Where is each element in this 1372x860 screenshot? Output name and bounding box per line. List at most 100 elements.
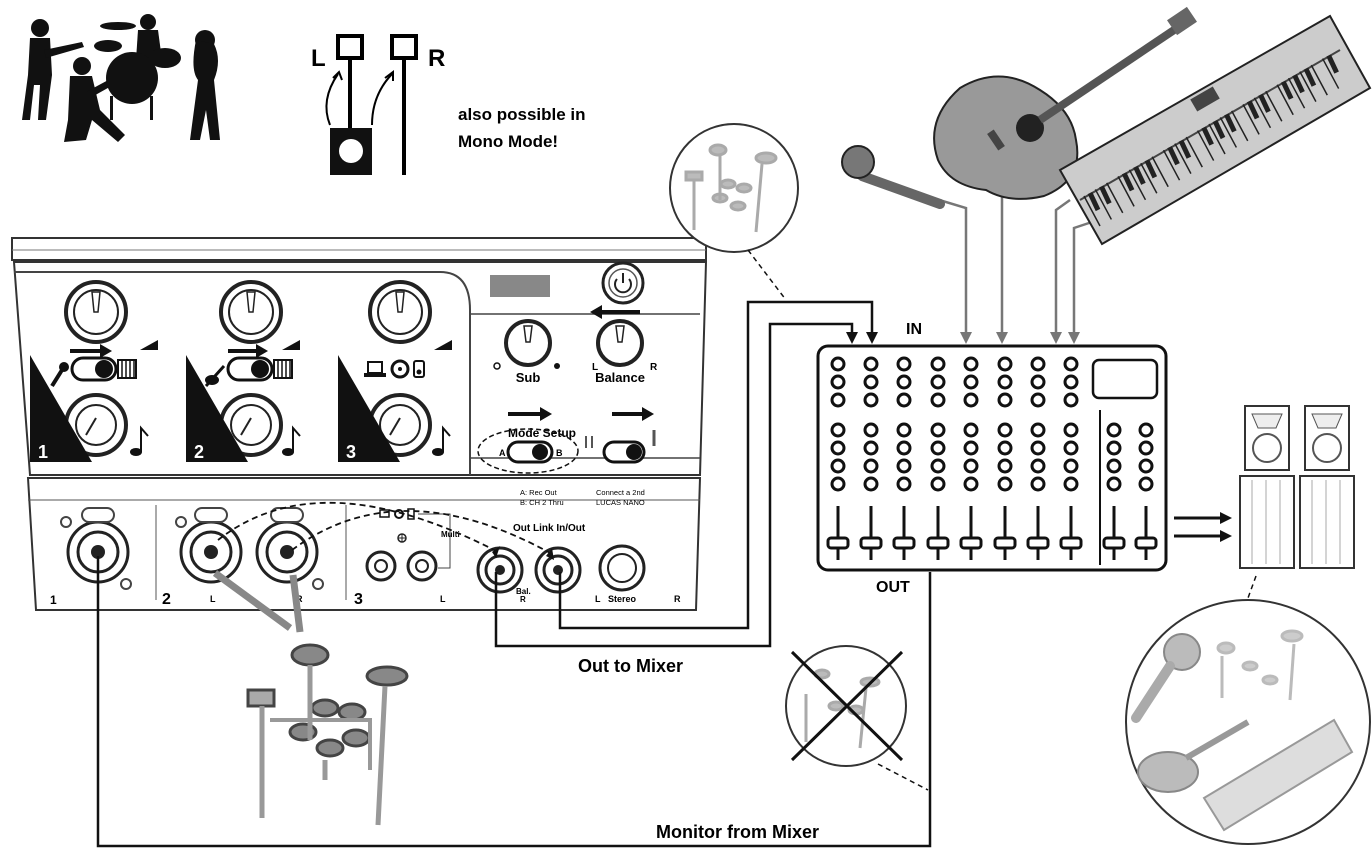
keyboard-key [1310,64,1328,96]
cd-icon [390,359,410,379]
display-window [490,275,550,297]
mixer-knob [963,440,979,456]
channel-strip-2: 2 [186,280,301,462]
keyboard-black-key [1212,119,1226,140]
mixer-knob [830,422,846,438]
band-silhouette-icon [22,14,220,142]
monitor-from-mixer-label: Monitor from Mixer [656,822,819,842]
out-link-label: Out Link In/Out [513,523,586,534]
ipod-icon [413,360,425,378]
keyboard-key [1128,169,1147,201]
keyboard-key [1208,123,1226,155]
keyboard-black-key [1303,67,1317,87]
mode-b-note: B: CH 2 Thru [520,498,564,507]
mode-a-label: A [499,448,506,458]
note-icon [432,425,451,456]
mixer-fader [826,536,850,550]
keyboard-black-key [1121,172,1135,192]
mixer-knob [1063,392,1079,408]
keyboard-black-key [1087,191,1101,212]
mixer-knob [1030,458,1046,474]
drum-kit-icon [212,570,409,826]
rear-ch1-label: 1 [50,593,57,607]
rear-ch2-r: R [296,594,303,604]
keyboard-black-key [1178,139,1192,159]
speaker-icon [1239,405,1295,569]
note-icon [130,425,149,456]
channel-3-number: 3 [346,442,356,462]
mixer-out-label: OUT [876,579,910,596]
mixer-knob [830,476,846,492]
keyboard-key [1287,77,1306,109]
mixer-knob [930,422,946,438]
rear-ch3-l: L [440,594,446,604]
keyboard-icon [1058,14,1372,246]
mixer-knob [963,392,979,408]
mixer-knob [896,356,912,372]
balance-left-label: L [592,362,598,373]
mixer-knob [1063,440,1079,456]
bal-r-label: R [520,595,526,604]
mixer-knob [896,476,912,492]
crossed-out-drum-icon [785,645,929,791]
power-icon [601,261,645,305]
microphone-icon [50,362,69,388]
mixer-knob [963,356,979,372]
keyboard-key [1094,189,1113,220]
keyboard-key [1196,130,1215,161]
cables [96,300,932,848]
mixer-knob [863,392,879,408]
mixer-knob [1030,440,1046,456]
instrument-cable-arrows [960,332,1080,344]
rear-connectors: 1 2 L R Multi 3 L Out Link In/Out [50,505,681,608]
mixer-master-knob [1138,422,1154,438]
keyboard-key [1162,149,1181,181]
mixer-knob [1063,374,1079,390]
mixer-fader [959,536,983,550]
sub-knob-label: Sub [516,370,541,385]
mixer-knob [863,374,879,390]
keyboard-key [1106,182,1124,214]
mixer-knob [997,458,1013,474]
stereo-label: Stereo [608,594,637,604]
mixer-fader [1026,536,1050,550]
multi-label: Multi [441,530,460,539]
mixer-knob [1030,374,1046,390]
mixer-knob [1030,422,1046,438]
keyboard-black-key [1167,146,1180,166]
instruments-circle [1125,599,1371,845]
stereo-l-label: L [595,594,601,604]
balance-right-label: R [650,362,658,373]
mono-left-label: L [311,45,326,72]
bal-label: Bal. [516,587,531,596]
mixer-knob [997,476,1013,492]
keyboard-key [1276,84,1294,116]
mixer-knob [1030,392,1046,408]
mono-mode-diagram: L R also possible in Mono Mode! [311,34,586,175]
mixer-fader [859,536,883,550]
mixer-master-fader [1102,536,1126,550]
mixer-knob [863,440,879,456]
electronic-drum-circle [669,123,799,301]
mixer-knob [930,458,946,474]
keyboard-black-key [1326,54,1339,74]
balance-knob-label: Balance [595,370,645,385]
mixer: IN OUT [816,321,1168,596]
mixer-knob [830,374,846,390]
keyboard-key [1185,136,1203,168]
mixer-knob [896,374,912,390]
mono-note-line1: also possible in [458,105,586,124]
mono-note-line2: Mono Mode! [458,132,558,151]
mixer-master-knob [1138,458,1154,474]
keyboard-key [1242,104,1260,135]
keyboard-black-key [1280,80,1294,100]
mixer-master-knob [1138,440,1154,456]
mixer-in-label: IN [906,321,922,338]
keyboard-key [1219,117,1238,148]
out-to-mixer-label: Out to Mixer [578,656,683,676]
mixer-knob [997,422,1013,438]
mixer-knob [963,422,979,438]
mixer-knob [963,374,979,390]
mode-b-label: B [556,448,563,458]
